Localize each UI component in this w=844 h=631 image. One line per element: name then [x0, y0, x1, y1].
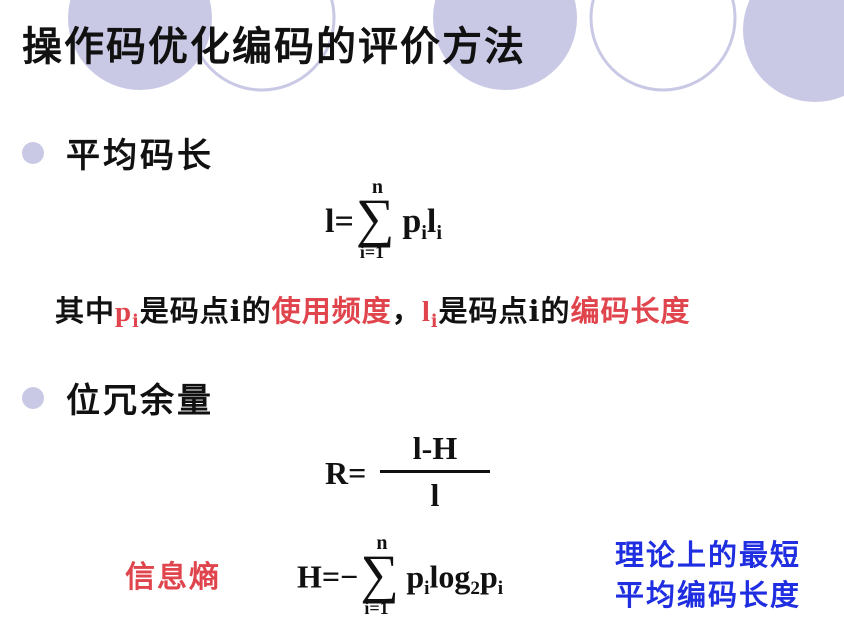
- sigma-lower: i=1: [364, 598, 389, 618]
- minus-sign: −: [340, 558, 359, 595]
- fraction-bar: [380, 470, 490, 473]
- entropy-lhs: H=: [297, 558, 341, 595]
- p-variable: p: [115, 296, 133, 328]
- term-p: p: [402, 202, 422, 240]
- bullet-bit-redundancy: 位冗余量: [22, 373, 214, 422]
- slide-title: 操作码优化编码的评价方法: [22, 23, 526, 70]
- bullet-label: 位冗余量: [66, 381, 214, 421]
- note-line: 平均编码长度: [615, 578, 802, 612]
- fraction-denominator: l: [430, 477, 440, 513]
- usage-frequency: 使用频度: [271, 294, 392, 328]
- variable-description: 其中pi是码点i的使用频度，li是码点i的编码长度: [55, 288, 691, 332]
- term-p: p: [406, 558, 425, 595]
- desc-text: 其中: [55, 294, 116, 328]
- sigma-upper: n: [371, 176, 383, 198]
- l-variable: l: [421, 296, 431, 328]
- fraction-numerator: l-H: [412, 430, 458, 466]
- sigma-lower: i=1: [359, 242, 385, 262]
- decor-circle: [743, 0, 844, 102]
- p-subscript: i: [132, 312, 140, 333]
- sigma-upper: n: [376, 532, 388, 554]
- term-l-sub: i: [436, 221, 443, 244]
- l-subscript: i: [430, 312, 439, 333]
- term-p-sub: i: [424, 578, 430, 600]
- bullet-label: 平均码长: [66, 136, 214, 176]
- decor-circle: [68, 0, 212, 90]
- desc-text: 是码点i的: [438, 294, 571, 328]
- desc-text: 是码点i的: [139, 294, 272, 328]
- decor-circle: [433, 0, 577, 90]
- log-text: log: [429, 558, 471, 595]
- note-line: 理论上的最短: [615, 538, 802, 572]
- code-length: 编码长度: [570, 294, 691, 328]
- redundancy-formula-lhs: R=: [325, 455, 367, 491]
- header-decoration: [68, 0, 844, 102]
- log-base: 2: [470, 578, 480, 600]
- bullet-dot-icon: [22, 141, 44, 164]
- bullet-dot-icon: [22, 386, 44, 409]
- entropy-label: 信息熵: [125, 560, 221, 595]
- desc-comma: ，: [391, 294, 422, 328]
- term-p2: p: [479, 558, 498, 595]
- term-p2-sub: i: [497, 578, 504, 600]
- decor-circle: [589, 0, 737, 92]
- term-p-sub: i: [421, 221, 427, 244]
- redundancy-fraction: l-H l: [380, 430, 490, 511]
- term-l: l: [426, 202, 437, 240]
- formula-lhs: l=: [325, 202, 354, 240]
- theoretical-note: 理论上的最短 平均编码长度: [615, 535, 840, 615]
- decor-circle: [188, 0, 336, 92]
- bullet-average-code-length: 平均码长: [22, 128, 214, 177]
